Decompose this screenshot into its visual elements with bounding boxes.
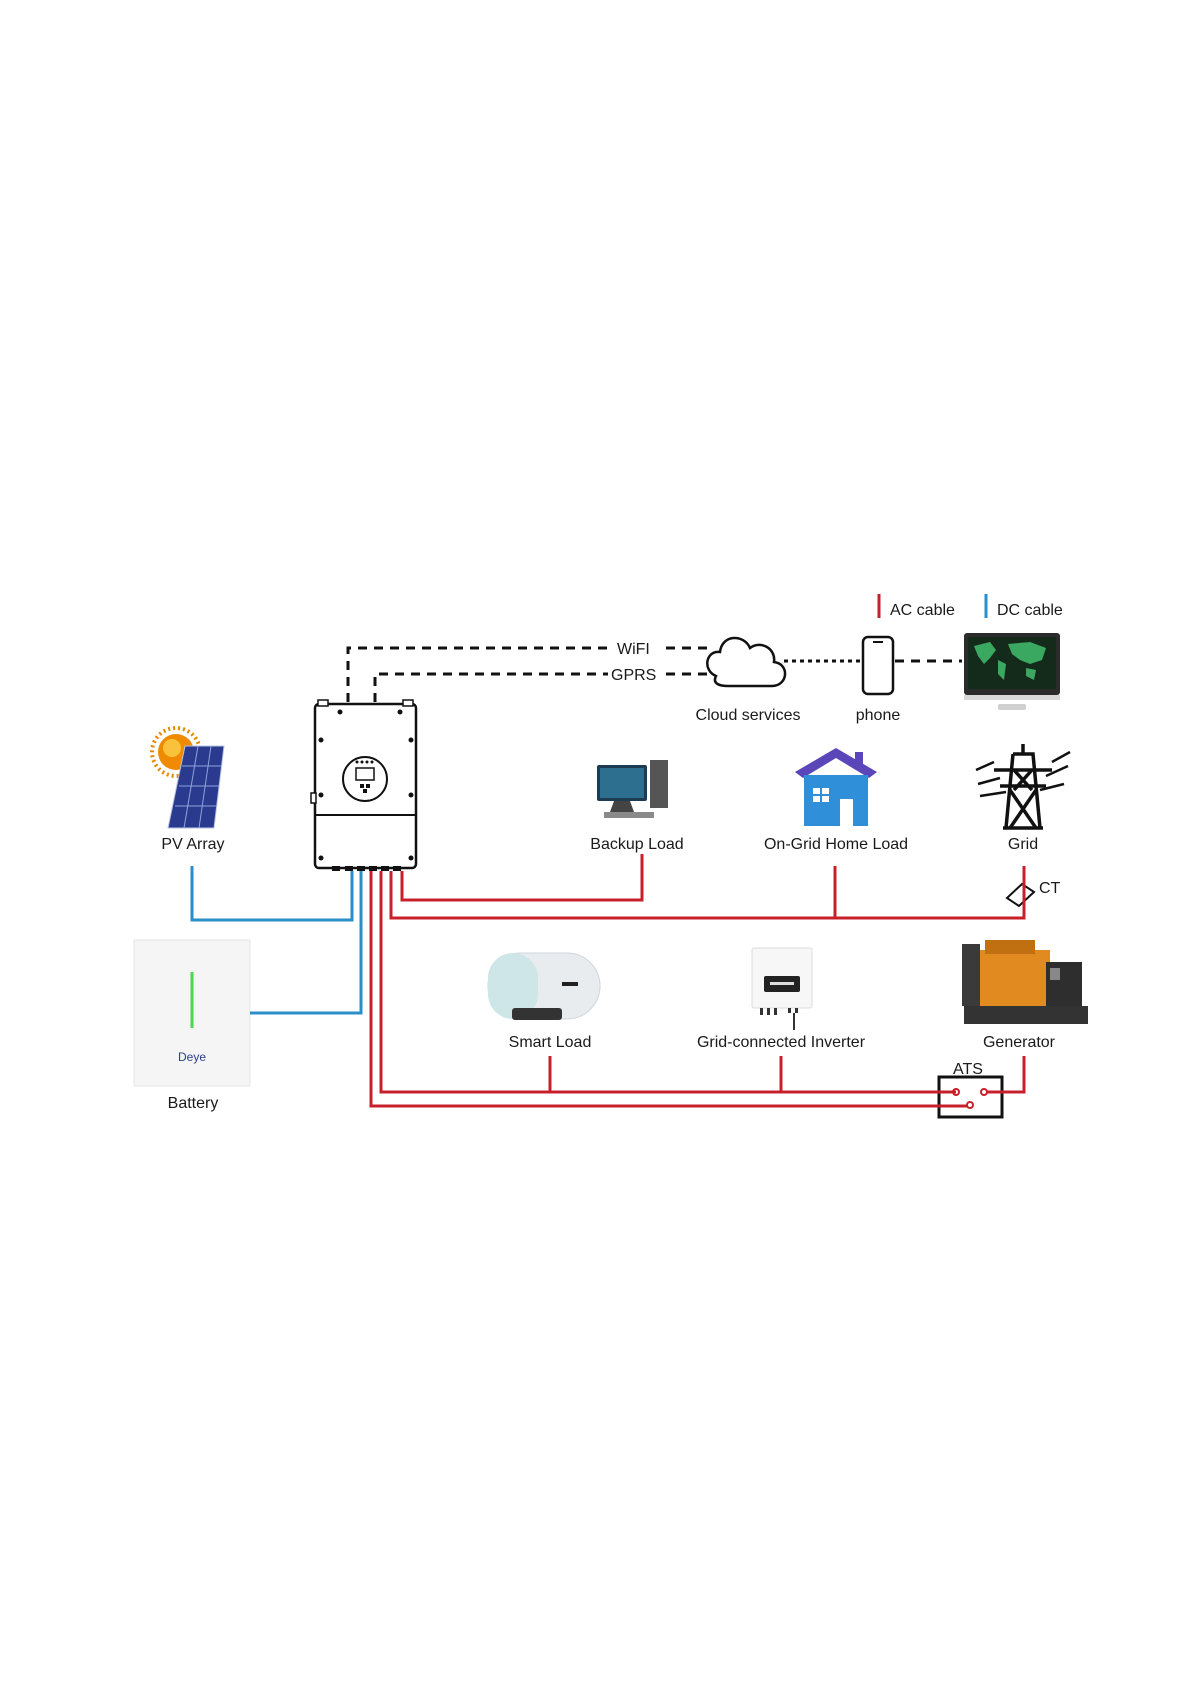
inverter-screw xyxy=(398,710,403,715)
generator-panel xyxy=(1050,968,1060,980)
ats-contact xyxy=(981,1089,987,1095)
desktop-stand xyxy=(610,801,634,812)
cloud-icon xyxy=(707,638,785,686)
ac-cable-ats xyxy=(371,871,967,1106)
generator-node: Generator xyxy=(962,940,1088,1051)
generator-label: Generator xyxy=(983,1034,1056,1051)
backup-load-label: Backup Load xyxy=(590,836,683,853)
inverter-side-switch xyxy=(311,793,316,803)
inverter-key xyxy=(360,784,364,788)
grid-connected-inverter-label: Grid-connected Inverter xyxy=(697,1034,866,1051)
battery-node: Deye Battery xyxy=(134,940,250,1112)
legend-dc-label: DC cable xyxy=(997,602,1063,619)
power-tower-icon xyxy=(994,744,1052,828)
cloud-services-node: Cloud services xyxy=(696,638,801,724)
generator-engine-detail xyxy=(985,940,1035,954)
generator-radiator xyxy=(962,944,980,1006)
backup-load-node: Backup Load xyxy=(590,760,683,853)
inverter-screw xyxy=(409,856,414,861)
inverter-screw xyxy=(319,856,324,861)
on-grid-home-load-label: On-Grid Home Load xyxy=(764,836,908,853)
inverter-screw xyxy=(319,738,324,743)
cloud-services-label: Cloud services xyxy=(696,707,801,724)
desktop-keyboard xyxy=(604,812,654,818)
inverter-led xyxy=(356,761,359,764)
phone-node: phone xyxy=(856,637,901,724)
grid-inverter-readout xyxy=(770,982,794,985)
water-heater-display xyxy=(562,982,578,986)
legend: AC cable DC cable xyxy=(879,594,1063,619)
on-grid-home-load-node: On-Grid Home Load xyxy=(764,748,908,853)
water-heater-pipes xyxy=(512,1008,562,1020)
ats-label: ATS xyxy=(953,1061,983,1078)
ac-cable-backup-load xyxy=(402,854,642,900)
grid-label: Grid xyxy=(1008,836,1038,853)
inverter-screw xyxy=(409,738,414,743)
generator-engine xyxy=(975,950,1050,1006)
ats-box-icon xyxy=(939,1077,1002,1117)
generator-frame-icon xyxy=(964,1006,1088,1024)
battery-label: Battery xyxy=(168,1095,219,1112)
inverter-lcd xyxy=(356,768,374,780)
ats-node: ATS xyxy=(939,1061,1002,1117)
grid-inverter-connectors xyxy=(760,1008,798,1015)
inverter-bracket-left xyxy=(318,700,328,706)
dc-cable-pv xyxy=(192,866,352,920)
pv-array-node: PV Array xyxy=(152,728,225,853)
inverter-led xyxy=(371,761,374,764)
inverter-led xyxy=(366,761,369,764)
power-lines xyxy=(976,752,1070,796)
ac-cable-smart-gen xyxy=(381,871,956,1092)
ct-clamp-icon xyxy=(1007,884,1034,906)
house-chimney xyxy=(855,752,863,766)
smart-load-node: Smart Load xyxy=(488,953,600,1051)
gprs-line xyxy=(375,674,608,702)
ct-label: CT xyxy=(1039,880,1061,897)
grid-node: Grid xyxy=(976,744,1070,853)
inverter-key xyxy=(366,784,370,788)
inverter-led xyxy=(361,761,364,764)
house-door xyxy=(840,799,853,826)
phone-icon xyxy=(863,637,893,694)
inverter-key xyxy=(363,789,367,793)
monitor-node xyxy=(964,633,1060,710)
phone-label: phone xyxy=(856,707,901,724)
smart-load-label: Smart Load xyxy=(509,1034,592,1051)
inverter-bracket-right xyxy=(403,700,413,706)
inverter-screw xyxy=(319,793,324,798)
dc-cable-battery xyxy=(250,871,361,1013)
inverter-screw xyxy=(409,793,414,798)
house-roof-icon xyxy=(795,748,877,778)
ats-contact xyxy=(967,1102,973,1108)
monitor-base xyxy=(964,695,1060,700)
pv-array-label: PV Array xyxy=(161,836,224,853)
wifi-label: WiFI xyxy=(617,641,650,658)
hybrid-inverter-node xyxy=(311,700,416,871)
legend-ac-label: AC cable xyxy=(890,602,955,619)
grid-connected-inverter-node: Grid-connected Inverter xyxy=(697,948,866,1051)
battery-brand-label: Deye xyxy=(178,1050,206,1064)
ac-cable-grid xyxy=(391,866,1024,918)
inverter-screw xyxy=(338,710,343,715)
ac-cables xyxy=(371,854,1024,1106)
gprs-label: GPRS xyxy=(611,667,656,684)
desktop-tower xyxy=(650,760,668,808)
ct-node: CT xyxy=(1007,880,1061,906)
desktop-screen xyxy=(600,768,644,798)
monitor-stand xyxy=(998,704,1026,710)
